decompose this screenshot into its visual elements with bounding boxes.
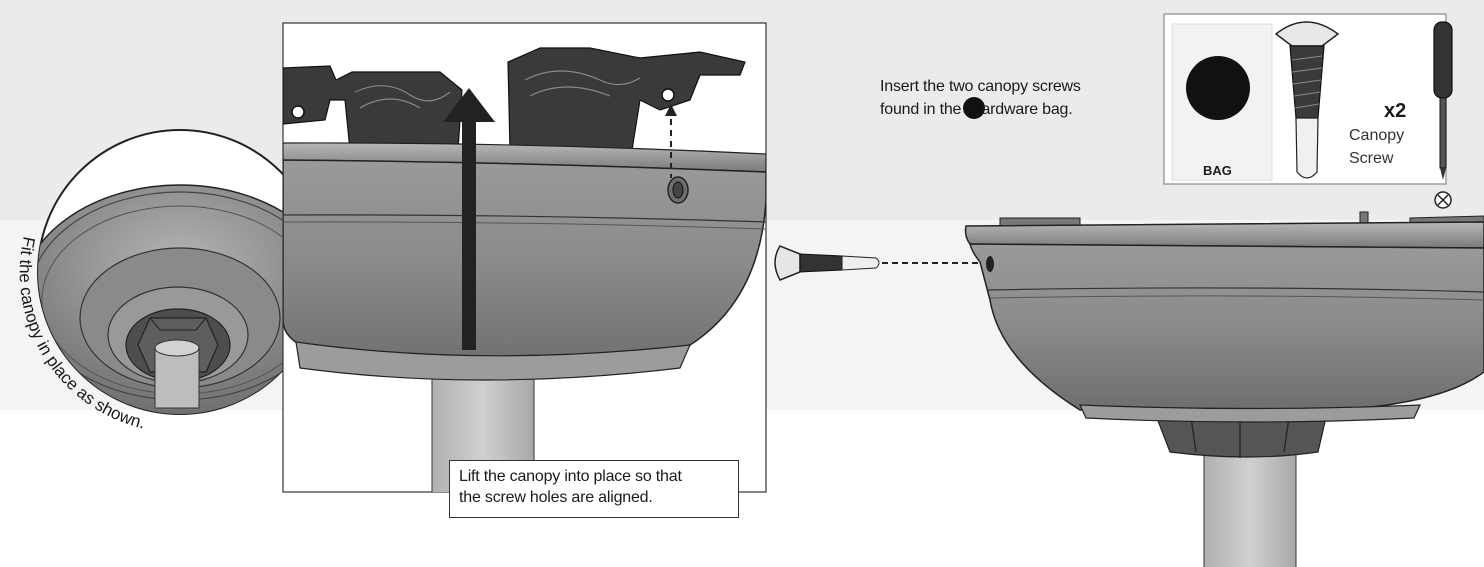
lift-detail-panel: [282, 22, 767, 493]
part-name-line-1: Canopy: [1349, 127, 1405, 144]
screwdriver-icon: [1433, 21, 1453, 180]
lift-canopy-line-2: the screw holes are aligned.: [459, 489, 653, 506]
lift-canopy-caption: Lift the canopy into place so that the s…: [449, 460, 739, 518]
fit-canopy-text: Fit the canopy in place as shown.: [16, 235, 147, 432]
hardware-inset-panel: [1163, 13, 1453, 185]
insert-screws-line-2b: ardware bag.: [981, 101, 1073, 118]
bag-label: BAG: [1203, 163, 1232, 178]
loose-screw-icon: [774, 245, 982, 281]
phillips-screw-head-icon: [1434, 191, 1452, 209]
up-arrow-icon: [443, 88, 495, 350]
bag-dot-icon: [963, 97, 986, 119]
insert-screws-line-2: found in the ardware bag.: [880, 97, 1081, 120]
canopy-housing-icon: [964, 211, 1484, 567]
insert-screws-line-1: Insert the two canopy screws: [880, 78, 1081, 95]
svg-text:Fit the canopy in place as sho: Fit the canopy in place as shown.: [16, 235, 147, 432]
hardware-bag-icon: [1171, 23, 1273, 181]
magnifier-circle-icon: [37, 129, 323, 415]
lift-canopy-line-1: Lift the canopy into place so that: [459, 468, 682, 485]
part-name-line-2: Screw: [1349, 150, 1394, 167]
screw-icon: [1274, 21, 1340, 179]
quantity-label: x2: [1384, 100, 1407, 122]
insert-screws-line-2a: found in the: [880, 101, 966, 118]
insert-screws-caption: Insert the two canopy screws found in th…: [880, 76, 1081, 120]
mounting-bracket-icon: [283, 47, 746, 151]
